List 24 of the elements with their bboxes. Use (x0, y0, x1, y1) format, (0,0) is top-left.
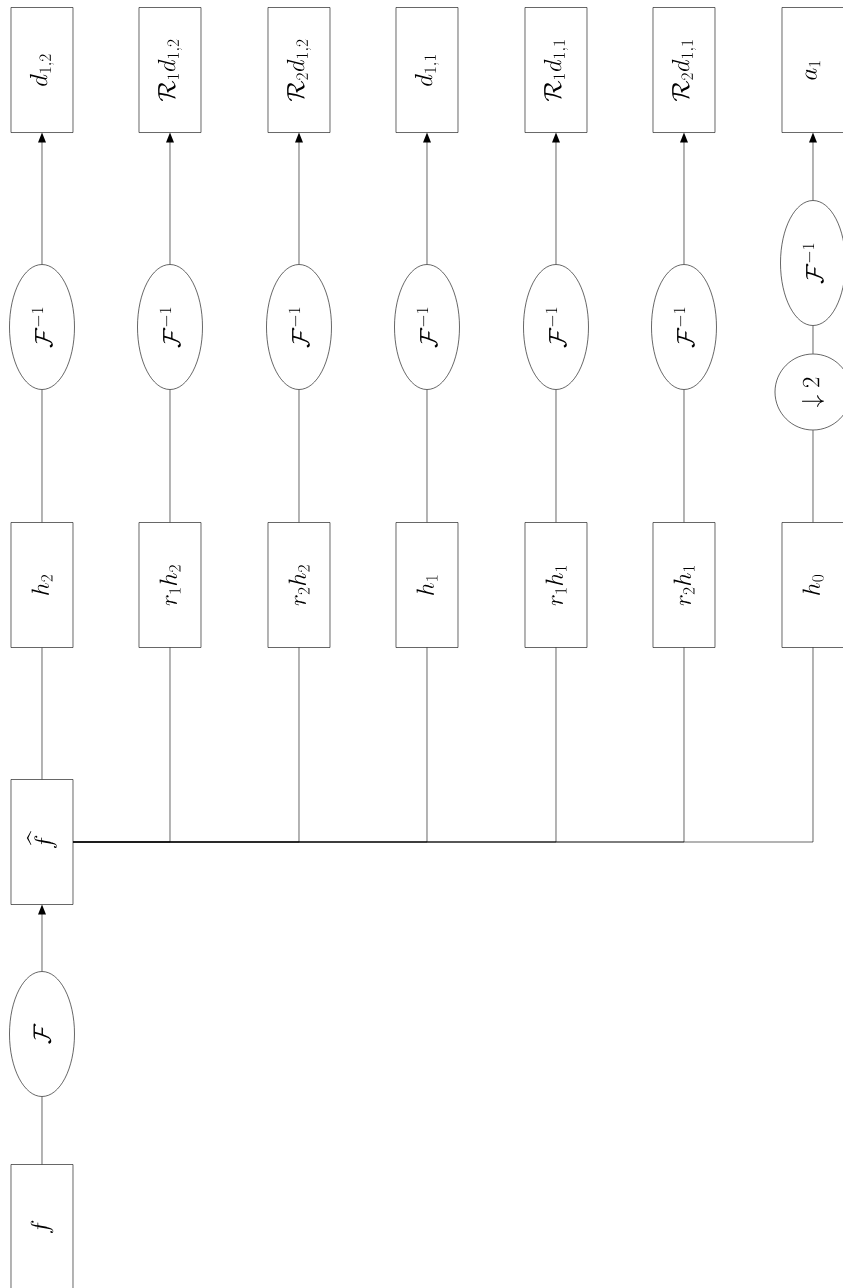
process-box: $d_{1,2}$ (10, 7, 74, 133)
process-box: $r_2h_1$ (652, 522, 716, 648)
process-box: $\widehat{f}$ (10, 779, 74, 905)
process-box: $h_2$ (10, 522, 74, 648)
arrow (423, 132, 431, 265)
arrow (809, 132, 817, 201)
arrow (552, 132, 560, 265)
process-box: $r_1h_2$ (138, 522, 202, 648)
process-box: $r_1h_1$ (524, 522, 588, 648)
arrow (166, 132, 174, 265)
process-box: $h_1$ (395, 522, 459, 648)
process-box: $\mathcal{R}_1d_{1,1}$ (524, 7, 588, 133)
arrow (680, 132, 688, 265)
process-box: $f$ (10, 1164, 74, 1288)
process-box: $\mathcal{R}_2d_{1,2}$ (267, 7, 331, 133)
arrow (295, 132, 303, 265)
process-box: $r_2h_2$ (267, 522, 331, 648)
process-box: $h_0$ (781, 522, 843, 648)
process-box: $\mathcal{R}_1d_{1,2}$ (138, 7, 202, 133)
process-box: $\mathcal{R}_2d_{1,1}$ (652, 7, 716, 133)
process-box: $a_1$ (781, 7, 843, 133)
arrow (38, 904, 46, 972)
arrow (38, 132, 46, 265)
process-box: $d_{1,1}$ (395, 7, 459, 133)
